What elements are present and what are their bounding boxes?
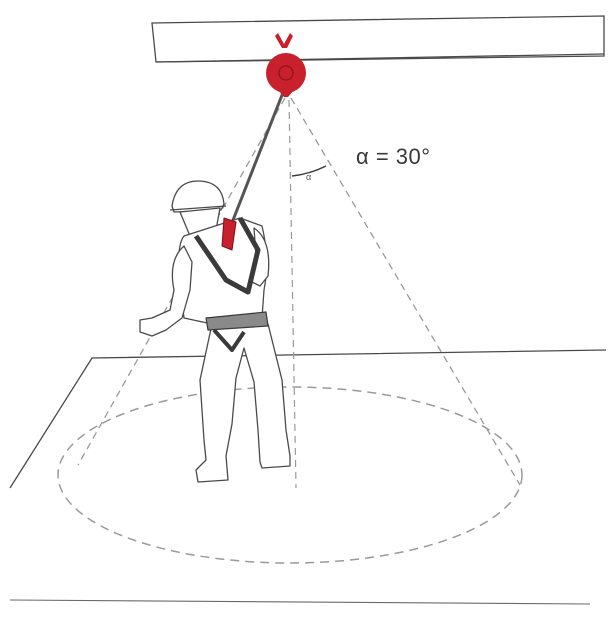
angle-marker: α (306, 172, 312, 182)
beam-bottom-edge (155, 53, 605, 63)
cone-axis (288, 99, 297, 489)
angle-label: α = 30° (356, 144, 431, 169)
angle-arc (291, 165, 327, 177)
floor-bottom-line (9, 599, 591, 605)
lifeline (224, 89, 286, 239)
worker-with-harness-icon (139, 180, 291, 483)
self-retracting-lifeline-icon (266, 33, 306, 97)
cone-right-edge (290, 97, 521, 486)
ceiling-beam (151, 15, 605, 63)
swing-radius-circle (57, 386, 523, 564)
floor-edge (9, 349, 607, 489)
